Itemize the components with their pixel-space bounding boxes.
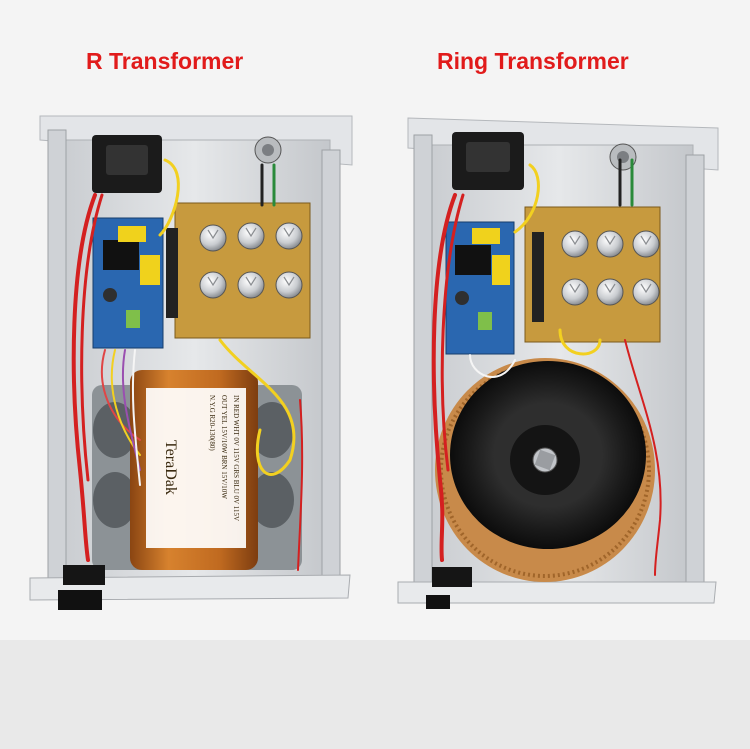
transformer-label-line1: IN RED WHT 0V 115V GRS BLU 0V 115V [232, 395, 240, 521]
left-panel-title: R Transformer [86, 48, 244, 74]
right-panel-title: Ring Transformer [437, 48, 629, 74]
transformer-label-line2: OUT YEL 15V/10W BRN 15V/10W [220, 395, 228, 499]
left-power-switch-icon [58, 565, 105, 610]
right-toroidal-transformer-icon [435, 358, 655, 582]
left-ground-post-icon [254, 136, 282, 164]
left-r-core-transformer-icon [92, 370, 302, 570]
left-iec-power-socket-icon [92, 135, 162, 193]
right-wires [431, 158, 662, 576]
table-surface [0, 640, 750, 749]
transformer-label: IN RED WHT 0V 115V GRS BLU 0V 115V OUT Y… [208, 395, 240, 521]
right-gold-pcb [524, 206, 661, 343]
right-iec-power-socket-icon [452, 132, 524, 190]
transformer-brand: TeraDak [162, 440, 179, 495]
right-blue-pcb [445, 221, 515, 355]
left-wires [71, 158, 304, 571]
transformer-label-line3: N.Y.G R20-130(80) [208, 395, 216, 451]
transformer-brand-text: TeraDak [162, 440, 179, 495]
right-power-switch-icon [426, 567, 472, 609]
left-blue-pcb [92, 217, 164, 349]
left-gold-pcb [166, 202, 311, 339]
